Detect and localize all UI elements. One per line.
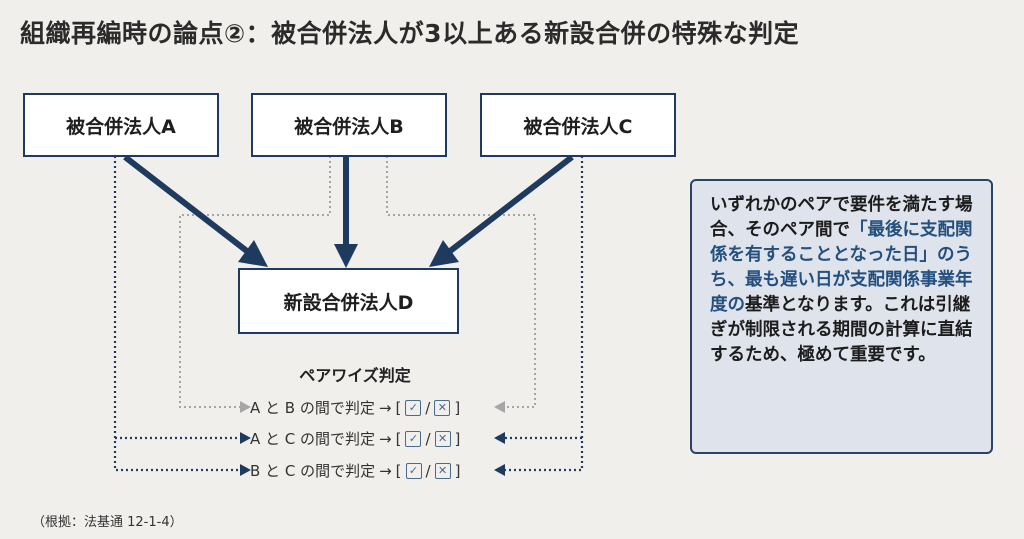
node-merged-corp-b: 被合併法人B bbox=[251, 93, 447, 157]
connector-ab-right bbox=[386, 156, 536, 408]
page-title: 組織再編時の論点②：被合併法人が3以上ある新設合併の特殊な判定 bbox=[20, 19, 800, 48]
explanation-note: いずれかのペアで要件を満たす場合、そのペア間で「最後に支配関係を有することとなっ… bbox=[690, 179, 993, 454]
note-highlight: 「最後に支配関係を有することとなった日」のうち、最も遅い日が支配関係事業年度の bbox=[710, 220, 973, 315]
arrowhead-ab-left bbox=[240, 401, 251, 413]
cross-icon: ✕ bbox=[434, 430, 451, 447]
arrow-a-to-d bbox=[123, 154, 254, 258]
arrowhead-ac-right bbox=[494, 432, 505, 444]
arrowhead-ac-left bbox=[240, 432, 251, 444]
pair-label: A と B の間で判定 bbox=[250, 399, 375, 417]
cross-icon: ✕ bbox=[434, 462, 451, 479]
arrowhead-bc-left bbox=[240, 464, 251, 476]
pairwise-title: ペアワイズ判定 bbox=[299, 366, 411, 385]
node-merged-corp-a: 被合併法人A bbox=[23, 93, 219, 157]
arrowhead-ab-right bbox=[494, 401, 505, 413]
check-icon: ✓ bbox=[405, 430, 422, 447]
node-merged-corp-c: 被合併法人C bbox=[480, 93, 676, 157]
connector-c-right bbox=[505, 156, 584, 472]
note-text-1: いずれかのペアで要件を満たす場合、そのペア間で bbox=[710, 195, 973, 240]
separator: / bbox=[425, 429, 431, 448]
pairwise-row-ac: A と C の間で判定 → [✓ / ✕] bbox=[250, 429, 461, 449]
note-text-2: 基準となります。これは引継ぎが制限される期間の計算に直結するため、極めて重要です… bbox=[710, 295, 973, 365]
arrow-right-icon: → bbox=[379, 429, 392, 448]
arrow-right-icon: → bbox=[379, 461, 392, 480]
node-new-corp-d: 新設合併法人D bbox=[238, 268, 459, 334]
pairwise-row-ab: A と B の間で判定 → [✓ / ✕] bbox=[250, 398, 461, 418]
arrow-c-to-d bbox=[443, 154, 574, 258]
check-icon: ✓ bbox=[405, 399, 422, 416]
connector-ab-left bbox=[179, 156, 331, 408]
source-citation: （根拠：法基通 12-1-4） bbox=[32, 515, 183, 530]
pairwise-row-bc: B と C の間で判定 → [✓ / ✕] bbox=[250, 461, 461, 481]
connector-a-left bbox=[113, 156, 240, 472]
arrowhead-c-to-d bbox=[429, 240, 459, 267]
arrowhead-bc-right bbox=[494, 464, 505, 476]
separator: / bbox=[425, 398, 431, 417]
arrow-right-icon: → bbox=[378, 398, 392, 417]
cross-icon: ✕ bbox=[434, 399, 451, 416]
separator: / bbox=[425, 461, 431, 480]
arrowhead-a-to-d bbox=[238, 240, 268, 267]
pair-label: B と C の間で判定 bbox=[250, 462, 376, 480]
arrowhead-b-to-d bbox=[334, 244, 358, 268]
pair-label: A と C の間で判定 bbox=[250, 430, 376, 448]
check-icon: ✓ bbox=[405, 462, 422, 479]
